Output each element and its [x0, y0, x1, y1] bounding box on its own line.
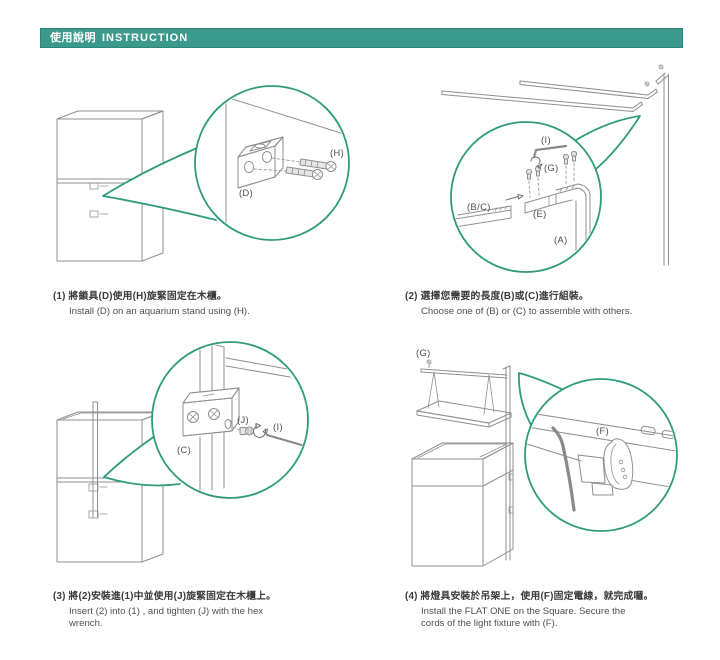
caption-en-line: wrench.	[69, 618, 103, 629]
part-label-f: (F)	[596, 426, 609, 436]
caption-zh: (1) 將鎖具(D)使用(H)旋緊固定在木櫃。	[53, 291, 227, 302]
insert-arrow	[505, 194, 524, 201]
part-label-i: (I)	[273, 422, 283, 432]
caption-en-line: cords of the light fixture with (F).	[421, 618, 558, 629]
caption-zh: (3) 將(2)安裝進(1)中並使用(J)旋緊固定在木櫃上。	[53, 591, 277, 602]
caption-step-2: (2) 選擇您需要的長度(B)或(C)進行組裝。 Choose one of (…	[405, 288, 705, 318]
screws-h	[285, 158, 337, 180]
zoom-detail-strap	[526, 412, 676, 512]
zoom-balloon	[518, 372, 678, 532]
hex-bolt-j	[239, 426, 254, 436]
part-label-bc: (B/C)	[467, 202, 491, 212]
caption-step-1: (1) 將鎖具(D)使用(H)旋緊固定在木櫃。 Install (D) on a…	[53, 288, 393, 318]
hex-wrench-i	[530, 144, 568, 169]
part-label-c: (C)	[177, 445, 191, 455]
caption-step-3: (3) 將(2)安裝進(1)中並使用(J)旋緊固定在木櫃上。 Insert (2…	[53, 588, 393, 630]
rotation-arrow	[253, 423, 268, 438]
header-title-en: INSTRUCTION	[102, 32, 189, 44]
caption-zh: (4) 將燈具安裝於吊架上，使用(F)固定電線，就完成囉。	[405, 591, 654, 602]
light-cord	[551, 426, 576, 512]
zoom-detail-lock-and-screws	[196, 96, 345, 233]
lock-block-d	[237, 136, 284, 189]
square-pole-c	[199, 343, 225, 493]
aquarium-tank-drawing	[411, 442, 514, 567]
zoom-balloon	[450, 115, 641, 273]
caption-step-4: (4) 將燈具安裝於吊架上，使用(F)固定電線，就完成囉。 Install th…	[405, 588, 705, 630]
part-label-e: (E)	[533, 209, 547, 219]
part-label-d: (D)	[239, 188, 253, 198]
caption-en-line: Install the FLAT ONE on the Square. Secu…	[421, 606, 626, 617]
zoom-detail-pole-lock	[182, 343, 307, 493]
stand-with-pole-drawing	[56, 401, 164, 563]
part-label-h: (H)	[330, 148, 344, 158]
panel-1-illustration: (H) (D)	[56, 85, 350, 262]
hex-wrench-rod-i	[265, 433, 307, 448]
hanging-light-drawing	[411, 359, 514, 567]
panel-2-illustration: (I) (G) (B/C) (E) (A)	[441, 64, 669, 273]
rail-corner	[526, 412, 676, 496]
panel-3-illustration: (J) (I) (C)	[56, 341, 309, 563]
section-header: 使用說明 INSTRUCTION	[40, 28, 683, 48]
part-label-a: (A)	[554, 235, 568, 245]
caption-en-line: Install (D) on an aquarium stand using (…	[69, 306, 250, 317]
lock-block	[182, 387, 240, 437]
rails-and-pole-drawing	[441, 64, 669, 266]
caption-zh: (2) 選擇您需要的長度(B)或(C)進行組裝。	[405, 291, 589, 302]
part-label-j: (J)	[237, 415, 249, 425]
part-label-g: (G)	[416, 348, 431, 358]
part-label-i: (I)	[541, 135, 551, 145]
panel-4-illustration: (G) (F)	[411, 348, 678, 567]
caption-en-line: Insert (2) into (1) , and tighten (J) wi…	[69, 606, 264, 617]
header-title-zh: 使用說明	[50, 32, 96, 44]
velcro-strap-f	[603, 438, 634, 490]
caption-en-line: Choose one of (B) or (C) to assemble wit…	[421, 306, 633, 317]
screws-g	[525, 150, 578, 198]
part-label-g: (G)	[544, 163, 559, 173]
